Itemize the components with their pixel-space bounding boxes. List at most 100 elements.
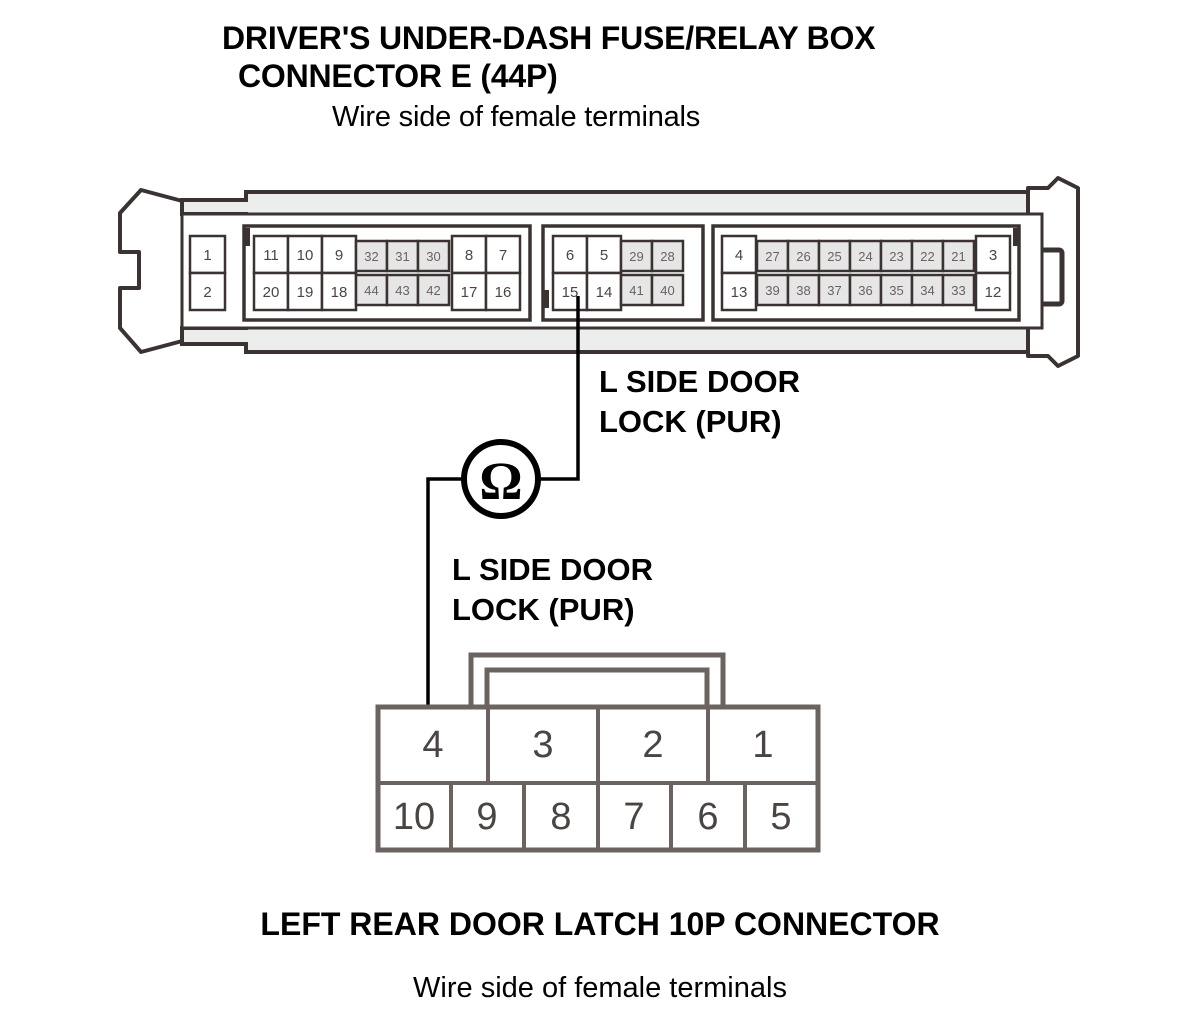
pin-cell-30 (416, 239, 451, 273)
pin-cell-15 (551, 271, 589, 312)
pin-block-middle: 6 5 15 14 29 28 41 40 (541, 224, 705, 322)
pin-cell-43 (385, 273, 420, 307)
pin-label-10p-6: 6 (697, 796, 718, 838)
pin-label-4: 4 (735, 247, 743, 264)
footer-subtitle: Wire side of female terminals (413, 972, 787, 1004)
pin-group-g1b: 32 31 30 44 43 42 (354, 239, 451, 307)
page-title-line1: DRIVER'S UNDER-DASH FUSE/RELAY BOX (222, 20, 876, 56)
pin-label-6: 6 (566, 247, 574, 264)
pin-group-g3b: 27 26 25 24 23 22 21 39 38 37 (755, 239, 976, 307)
callout-top-line2: LOCK (PUR) (599, 404, 782, 439)
pin-label-7: 7 (499, 247, 507, 264)
pin-cell-23 (879, 239, 914, 273)
ohm-symbol: Ω (479, 451, 522, 511)
pin-block-middle-key (542, 290, 549, 308)
pin-label-10p-8: 8 (550, 796, 571, 838)
pin-label-10p-7: 7 (623, 796, 644, 838)
pin-label-20: 20 (263, 284, 280, 301)
pin-label-23: 23 (889, 249, 903, 264)
ohmmeter-icon: Ω (461, 439, 541, 519)
callout-bottom-line2: LOCK (PUR) (452, 592, 635, 627)
callout-top-line1: L SIDE DOOR (599, 364, 800, 399)
probe-lead-lower (426, 477, 464, 713)
pin-block-left-key (243, 228, 250, 246)
pin-label-12: 12 (985, 284, 1002, 301)
pin-group-g2a: 6 5 15 14 (551, 234, 623, 312)
pin-cell-2 (188, 271, 227, 312)
pin-label-42: 42 (426, 283, 440, 298)
pin-label-10p-1: 1 (752, 724, 773, 766)
pin-label-3: 3 (989, 247, 997, 264)
pin-cell-16 (484, 271, 522, 312)
pin-label-17: 17 (461, 284, 478, 301)
pin-cell-17 (450, 271, 488, 312)
pin-label-5: 5 (600, 247, 608, 264)
pin-block-left: 11 10 9 20 19 18 32 31 30 (242, 224, 532, 322)
pin-cell-21 (941, 239, 976, 273)
pin-label-37: 37 (827, 283, 841, 298)
pin-cell-40 (650, 273, 685, 307)
pin-cell-33 (941, 273, 976, 307)
pin-cell-31 (385, 239, 420, 273)
pin-label-35: 35 (889, 283, 903, 298)
pin-label-34: 34 (920, 283, 934, 298)
pin-cell-34 (910, 273, 945, 307)
pin-label-44: 44 (364, 283, 378, 298)
pin-block-right-frame (711, 224, 1021, 322)
pin-group-g2b: 29 28 41 40 (619, 239, 685, 307)
pin-label-41: 41 (629, 283, 643, 298)
pin-cell-38 (786, 273, 821, 307)
pin-group-g0: 1 2 (188, 234, 227, 312)
test-leads: Ω (426, 296, 580, 713)
pin-cell-7 (484, 234, 522, 275)
pin-block-middle-frame (541, 224, 705, 322)
connector-10p: 4 3 2 1 10 9 8 7 6 5 (375, 652, 821, 853)
pin-label-43: 43 (395, 283, 409, 298)
pin-label-8: 8 (465, 247, 473, 264)
connector-10p-lock-tab (468, 652, 726, 713)
pin-label-26: 26 (796, 249, 810, 264)
pin-cell-19 (286, 271, 324, 312)
pin-cell-10 (286, 234, 324, 275)
pin-label-10p-5: 5 (770, 796, 791, 838)
pin-label-32: 32 (364, 249, 378, 264)
pin-label-13: 13 (731, 284, 748, 301)
pin-cell-37 (817, 273, 852, 307)
pin-label-38: 38 (796, 283, 810, 298)
pin-label-10: 10 (297, 247, 314, 264)
connector-10p-lock-bail (484, 667, 710, 713)
pin-label-30: 30 (426, 249, 440, 264)
pin-cell-42 (416, 273, 451, 307)
page-subtitle: Wire side of female terminals (332, 101, 701, 133)
pin-label-19: 19 (297, 284, 314, 301)
pin-label-10p-3: 3 (532, 724, 553, 766)
pin-label-33: 33 (951, 283, 965, 298)
pin-group-g3a: 4 13 (720, 234, 758, 312)
pin-label-9: 9 (335, 247, 343, 264)
pin-block-left-frame (242, 224, 532, 322)
pin-label-2: 2 (203, 284, 211, 301)
pin-cell-28 (650, 239, 685, 273)
pin-label-18: 18 (331, 284, 348, 301)
pin-label-16: 16 (495, 284, 512, 301)
pin-cell-39 (755, 273, 790, 307)
pin-cell-25 (817, 239, 852, 273)
callout-bottom-line1: L SIDE DOOR (452, 552, 653, 587)
pin-group-g3c: 3 12 (974, 234, 1012, 312)
pin-block-right: 4 13 27 26 25 24 23 22 21 (711, 224, 1021, 322)
footer-title: LEFT REAR DOOR LATCH 10P CONNECTOR (260, 906, 940, 942)
pin-label-31: 31 (395, 249, 409, 264)
pin-label-10p-9: 9 (476, 796, 497, 838)
pin-label-25: 25 (827, 249, 841, 264)
pin-group-g1c: 8 7 17 16 (450, 234, 522, 312)
pin-group-g1a: 11 10 9 20 19 18 (252, 234, 358, 312)
pin-label-27: 27 (765, 249, 779, 264)
pin-cell-20 (252, 271, 290, 312)
page-title-line2: CONNECTOR E (44P) (238, 58, 558, 94)
pin-label-29: 29 (629, 249, 643, 264)
pin-cell-12 (974, 271, 1012, 312)
pin-label-11: 11 (263, 247, 279, 264)
callout-label-bottom: L SIDE DOOR LOCK (PUR) (452, 550, 653, 630)
pin-label-24: 24 (858, 249, 872, 264)
